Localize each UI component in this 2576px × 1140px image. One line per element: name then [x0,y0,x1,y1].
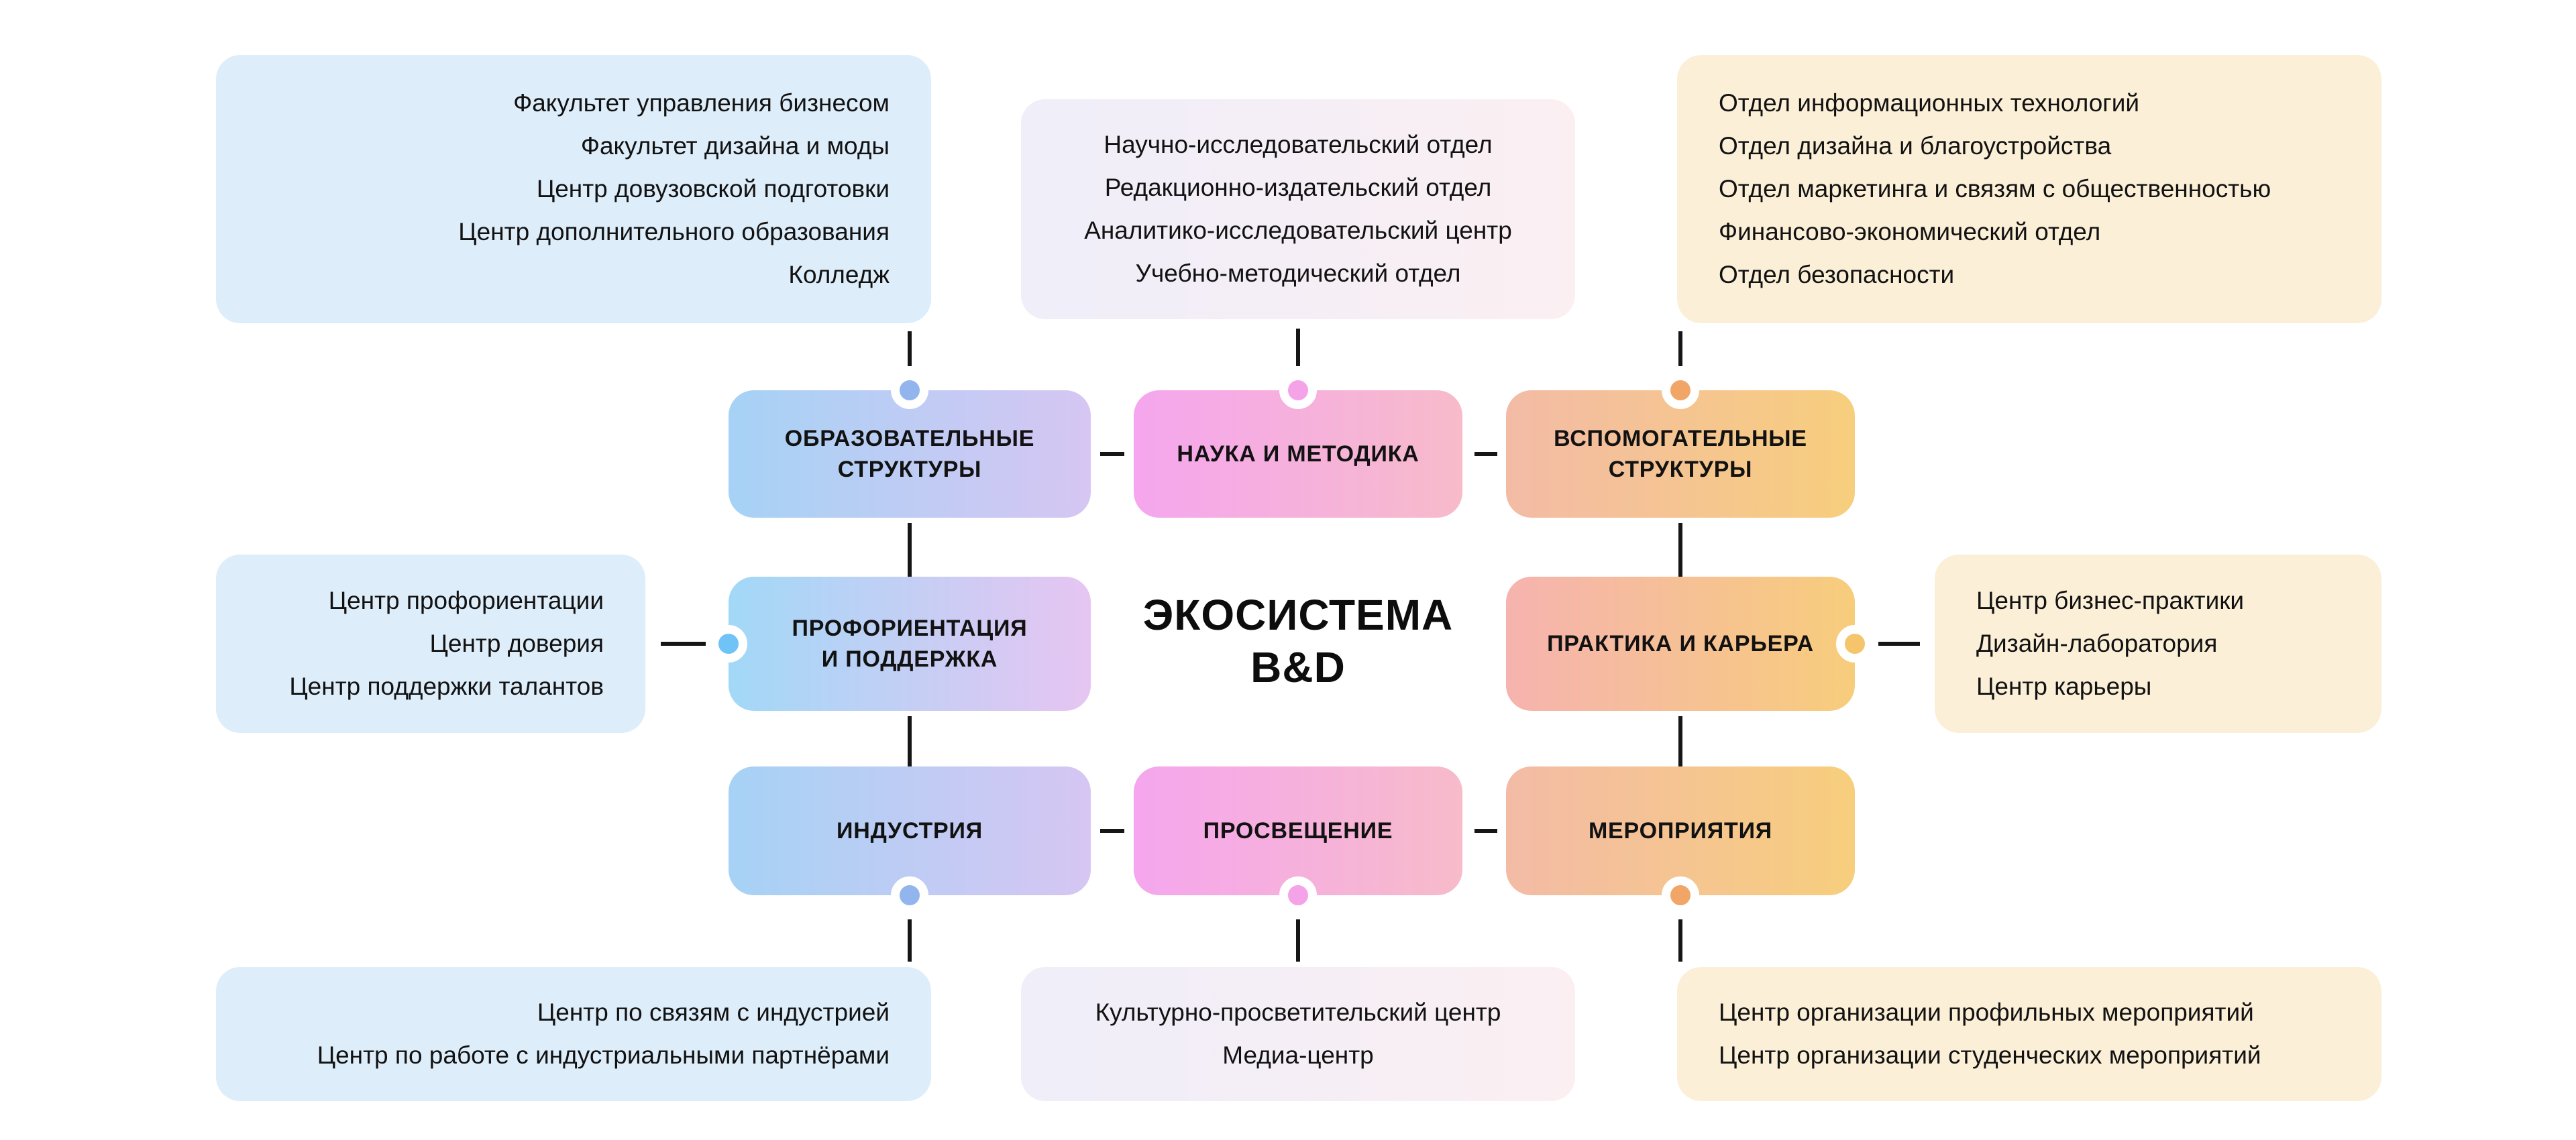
connector-practice-midright [1878,642,1920,646]
list-item: Отдел безопасности [1719,261,1955,288]
connector-top-middle-vertical [1296,329,1300,366]
dash-educational-science [1100,452,1124,456]
hub-educational-structures: ОБРАЗОВАТЕЛЬНЫЕ СТРУКТУРЫ [729,390,1091,518]
list-item: Отдел информационных технологий [1719,89,2140,117]
hub-label-line: ИНДУСТРИЯ [836,818,983,844]
panel-guidance-list: Центр профориентации Центр доверия Центр… [216,555,645,733]
list-item: Центр довузовской подготовки [536,175,890,203]
connector-bottom-left-vertical [908,919,912,962]
title-line: ЭКОСИСТЕМА [1142,591,1454,639]
dot-guidance-left [710,625,747,663]
panel-practice-list: Центр бизнес-практики Дизайн-лаборатория… [1935,555,2381,733]
list-item: Учебно-методический отдел [1135,260,1461,287]
dot-events-bottom [1662,876,1699,914]
dot-practice-right [1836,625,1874,663]
connector-midleft-guidance [661,642,706,646]
list-item: Колледж [788,261,890,288]
dash-science-auxiliary [1474,452,1497,456]
list-item: Культурно-просветительский центр [1095,999,1501,1026]
list-item: Центр профориентации [328,587,604,614]
hub-label-line: СТРУКТУРЫ [1608,457,1753,482]
hub-auxiliary-structures: ВСПОМОГАТЕЛЬНЫЕ СТРУКТУРЫ [1506,390,1855,518]
dot-science-top [1279,372,1317,409]
list-item: Центр по работе с индустриальными партнё… [317,1041,890,1069]
panel-auxiliary-structures-list: Отдел информационных технологий Отдел ди… [1677,55,2381,323]
hub-label-line: ОБРАЗОВАТЕЛЬНЫЕ [784,426,1035,451]
connector-bottom-middle-vertical [1296,919,1300,962]
hub-label-line: ПРОФОРИЕНТАЦИЯ [792,616,1028,641]
connector-bottom-right-vertical [1678,919,1682,962]
hub-label-line: И ПОДДЕРЖКА [821,646,998,672]
hub-events: МЕРОПРИЯТИЯ [1506,766,1855,895]
dot-educational-top [891,372,928,409]
title-line: B&D [1250,643,1346,691]
connector-guidance-industry [908,716,912,766]
hub-label-line: НАУКА И МЕТОДИКА [1177,441,1419,467]
hub-label-line: ПРАКТИКА И КАРЬЕРА [1547,631,1814,657]
list-item: Факультет управления бизнесом [513,89,890,117]
panel-science-list: Научно-исследовательский отдел Редакцион… [1021,99,1575,319]
list-item: Центр бизнес-практики [1976,587,2245,614]
hub-label-line: МЕРОПРИЯТИЯ [1588,818,1773,844]
list-item: Центр поддержки талантов [289,673,604,700]
list-item: Отдел маркетинга и связям с общественнос… [1719,175,2271,203]
hub-label-line: ВСПОМОГАТЕЛЬНЫЕ [1554,426,1807,451]
dot-enlightenment-bottom [1279,876,1317,914]
connector-auxiliary-practice [1678,523,1682,577]
page-title: ЭКОСИСТЕМА B&D [1110,589,1486,693]
hub-enlightenment: ПРОСВЕЩЕНИЕ [1134,766,1462,895]
list-item: Центр доверия [429,630,604,657]
hub-label-line: ПРОСВЕЩЕНИЕ [1203,818,1393,844]
connector-top-left-vertical [908,331,912,366]
connector-educational-guidance [908,523,912,577]
connector-top-right-vertical [1678,331,1682,366]
list-item: Центр организации студенческих мероприят… [1719,1041,2261,1069]
hub-practice-career: ПРАКТИКА И КАРЬЕРА [1506,577,1855,711]
hub-label-line: СТРУКТУРЫ [837,457,982,482]
panel-enlightenment-list: Культурно-просветительский центр Медиа-ц… [1021,967,1575,1101]
hub-industry: ИНДУСТРИЯ [729,766,1091,895]
list-item: Медиа-центр [1222,1041,1374,1069]
list-item: Центр карьеры [1976,673,2152,700]
panel-events-list: Центр организации профильных мероприятий… [1677,967,2381,1101]
hub-career-guidance-support: ПРОФОРИЕНТАЦИЯ И ПОДДЕРЖКА [729,577,1091,711]
list-item: Отдел дизайна и благоустройства [1719,132,2112,160]
dot-auxiliary-top [1662,372,1699,409]
list-item: Редакционно-издательский отдел [1104,174,1492,201]
list-item: Аналитико-исследовательский центр [1084,217,1512,244]
list-item: Центр по связям с индустрией [537,999,890,1026]
list-item: Финансово-экономический отдел [1719,218,2101,245]
list-item: Центр дополнительного образования [458,218,890,245]
dot-industry-bottom [891,876,928,914]
list-item: Дизайн-лаборатория [1976,630,2218,657]
list-item: Научно-исследовательский отдел [1104,131,1493,158]
list-item: Факультет дизайна и моды [580,132,890,160]
hub-science-methodics: НАУКА И МЕТОДИКА [1134,390,1462,518]
panel-industry-list: Центр по связям с индустрией Центр по ра… [216,967,931,1101]
list-item: Центр организации профильных мероприятий [1719,999,2254,1026]
dash-industry-enlightenment [1100,829,1124,833]
connector-practice-events [1678,716,1682,766]
dash-enlightenment-events [1474,829,1497,833]
panel-educational-structures-list: Факультет управления бизнесом Факультет … [216,55,931,323]
